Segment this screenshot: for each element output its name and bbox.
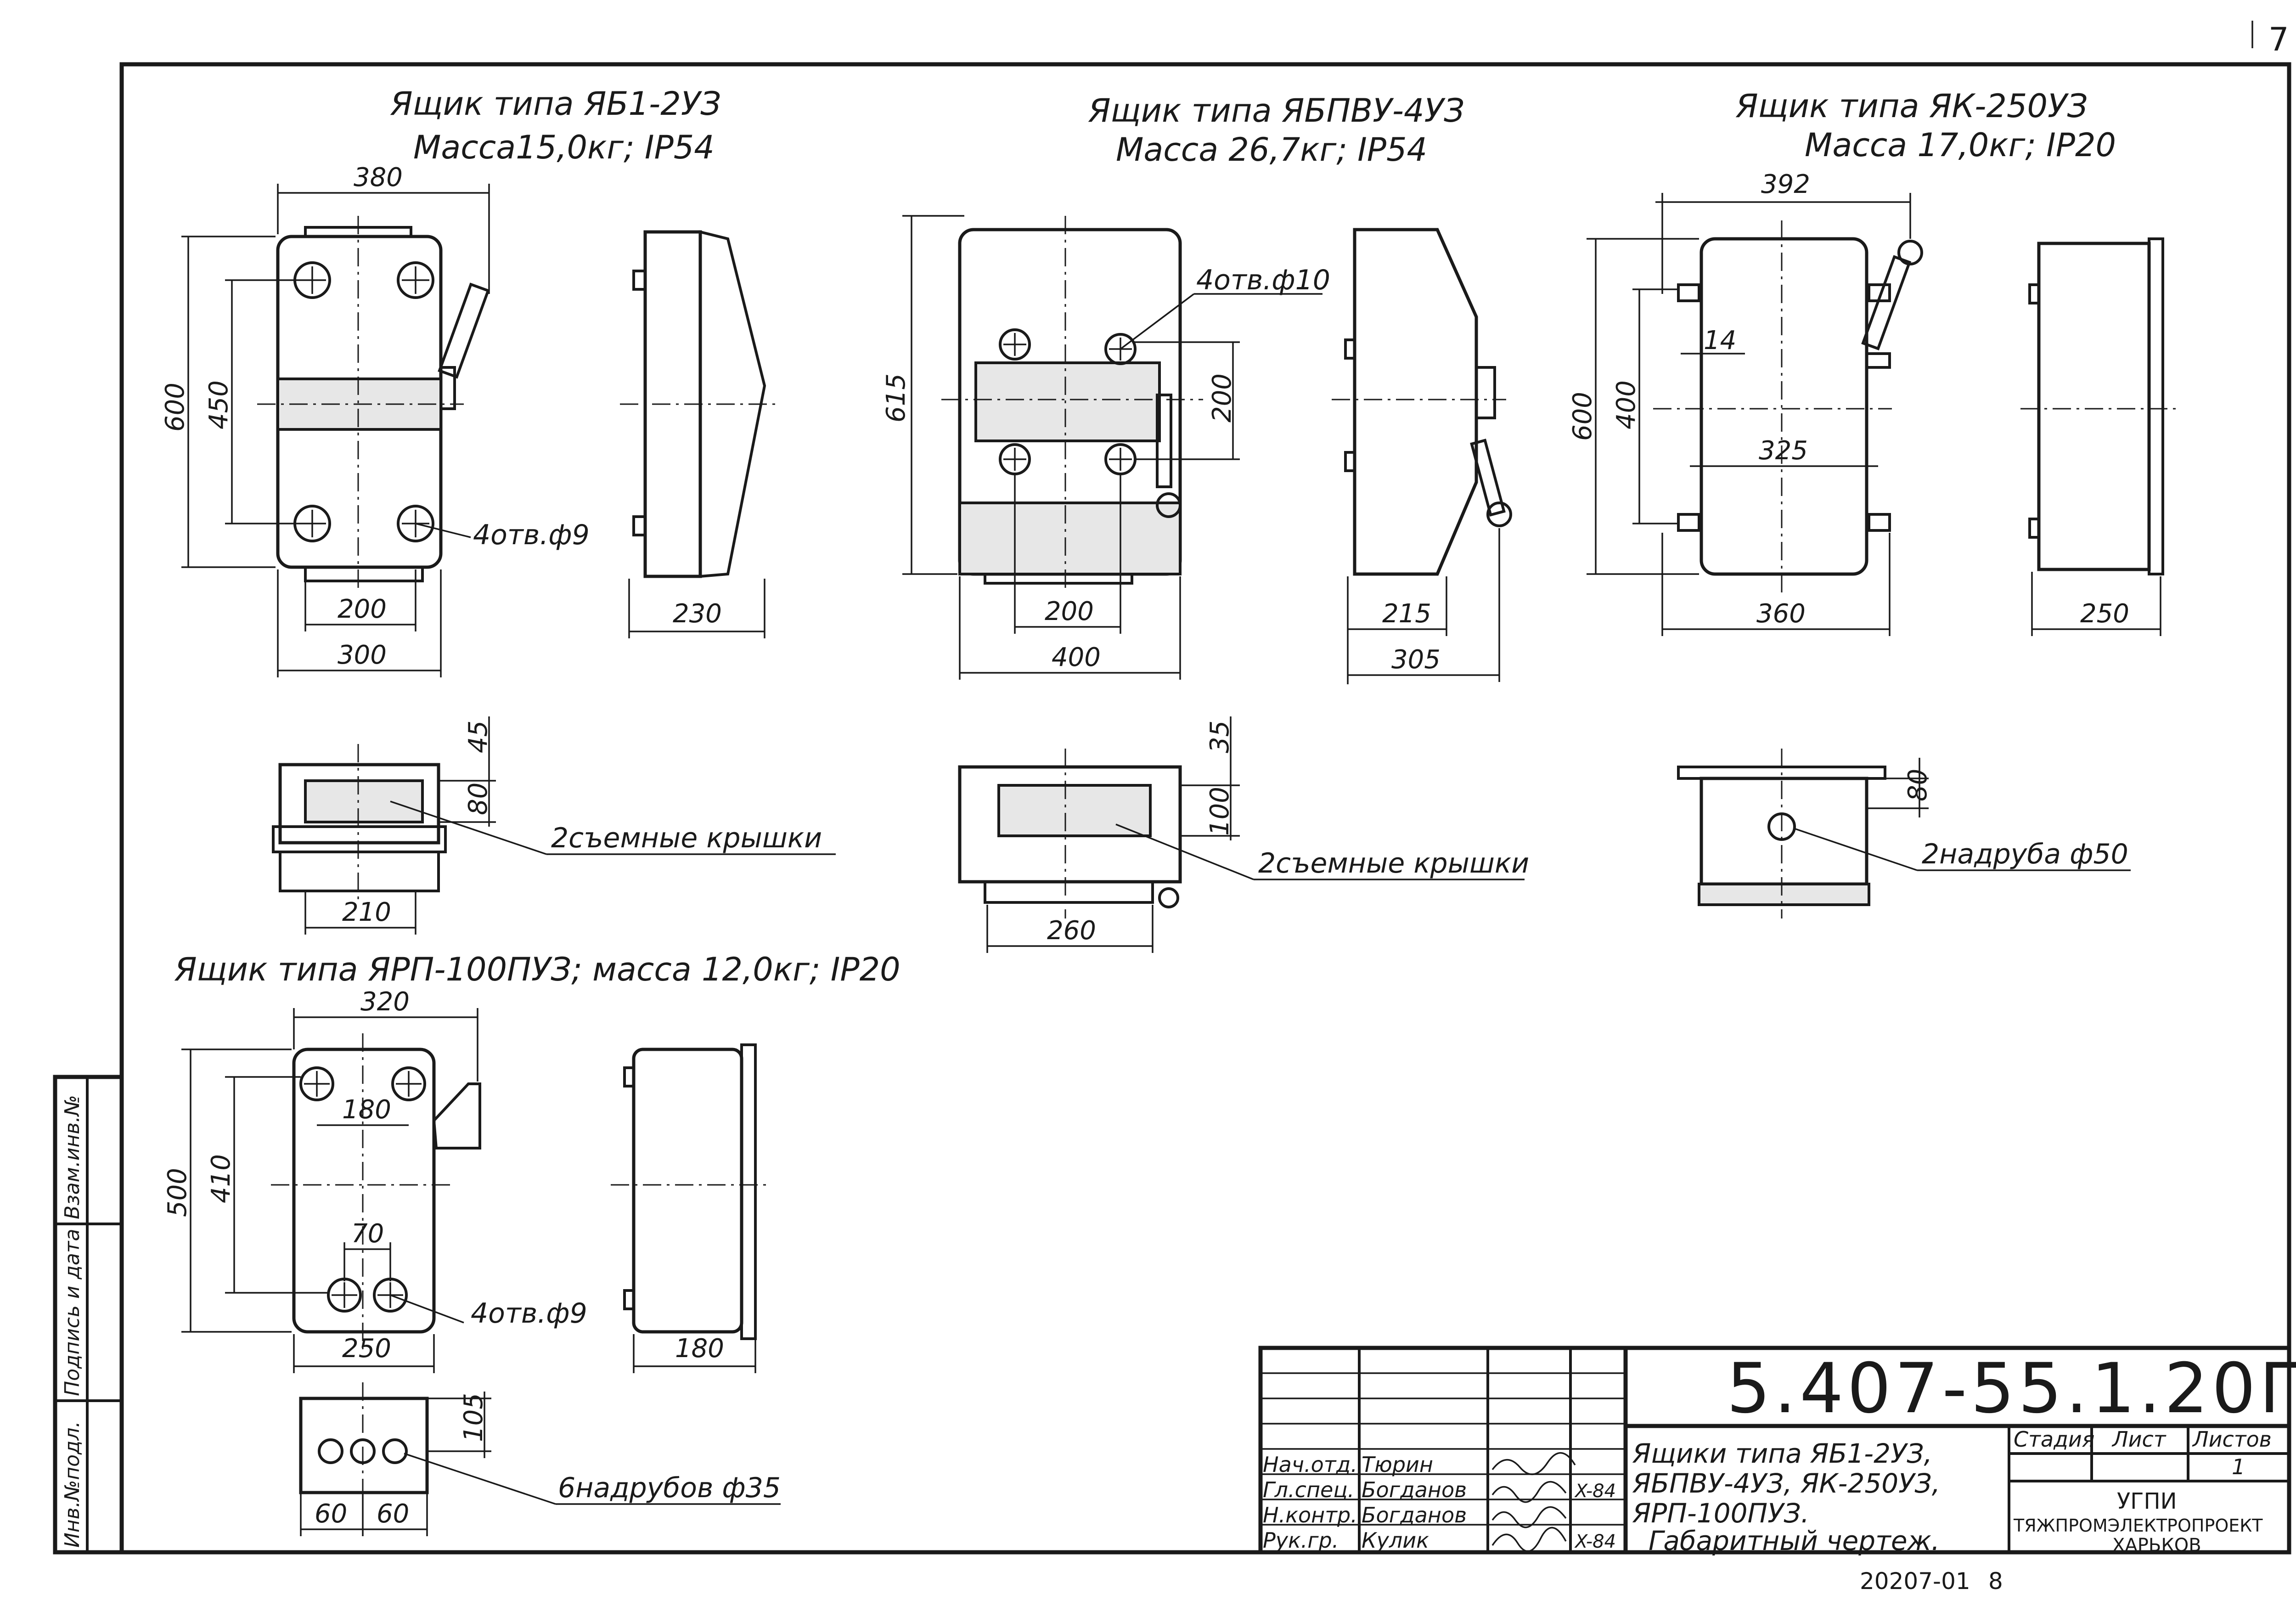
yak-dim-side: 250 xyxy=(2080,599,2129,629)
yabpvu-dim-side-b: 305 xyxy=(1391,645,1441,675)
drawing-yabpvu: Ящик типа ЯБПВУ-4УЗ Масса 26,7кг; IP54 6… xyxy=(881,92,1529,953)
yak-dim-bracket: 14 xyxy=(1704,326,1736,355)
tb-org-1: УГПИ xyxy=(2117,1488,2177,1514)
bottom-page: 8 xyxy=(1988,1568,2003,1595)
yabpvu-dim-bottom-width: 400 xyxy=(1052,642,1101,672)
yabpvu-dim-bottom-holes: 200 xyxy=(1045,597,1094,626)
tb-sheets-value: 1 xyxy=(2232,1454,2245,1479)
yarp-plan-dim: 105 xyxy=(459,1393,489,1442)
document-code: 5.407-55.1.20ГЧ xyxy=(1727,1349,2296,1429)
drawing-yak: Ящик типа ЯК-250УЗ Масса 17,0кг; IP20 39… xyxy=(1568,87,2177,919)
yarp-dim-height: 500 xyxy=(163,1168,192,1217)
yabpvu-plan-a: 35 xyxy=(1205,721,1235,753)
side-stamp: Инв.№подл. Подпись и дата Взам.инв.№ xyxy=(53,1075,124,1555)
yab1-dim-bottom-width: 300 xyxy=(338,640,387,670)
tb-org-3: ХАРЬКОВ xyxy=(2112,1535,2201,1556)
yabpvu-dim-side-a: 215 xyxy=(1382,599,1431,629)
yab1-plan-a: 45 xyxy=(463,721,493,753)
yab1-plan-b: 80 xyxy=(463,783,493,815)
yarp-plan-b: 60 xyxy=(377,1499,409,1529)
sheet-number: 7 xyxy=(2268,21,2289,58)
yak-plan-dim: 80 xyxy=(1903,769,1933,801)
yab1-dim-holes: 450 xyxy=(204,380,234,429)
yarp-plan-a: 60 xyxy=(315,1499,347,1529)
tb-row4-role: Рук.гр. xyxy=(1263,1528,1339,1553)
yab1-dim-side: 230 xyxy=(673,599,722,629)
drawing-frame xyxy=(119,62,2291,1555)
tb-desc-1: Ящики типа ЯБ1-2УЗ, xyxy=(1632,1438,1932,1469)
yarp-dim-top-holes: 180 xyxy=(342,1095,391,1125)
tb-row1-role: Нач.отд. xyxy=(1263,1452,1357,1477)
title-block: 5.407-55.1.20ГЧ Нач.отд. Тюрин Гл.спец. … xyxy=(1258,1346,2296,1556)
yab1-subtitle: Масса15,0кг; IP54 xyxy=(413,129,715,166)
tb-row4-date: X-84 xyxy=(1574,1531,1616,1552)
yarp-dim-bottom: 250 xyxy=(342,1334,391,1364)
yabpvu-note-covers: 2съемные крышки xyxy=(1258,847,1529,879)
yak-title: Ящик типа ЯК-250УЗ xyxy=(1735,87,2088,125)
yak-dim-top: 392 xyxy=(1761,169,1810,199)
tb-row4-name: Кулик xyxy=(1362,1528,1429,1553)
yabpvu-dim-holes: 200 xyxy=(1207,373,1237,423)
signature-4 xyxy=(1491,1527,1567,1552)
tb-row1-name: Тюрин xyxy=(1362,1452,1433,1477)
signature-2 xyxy=(1491,1481,1567,1503)
tb-desc-3: ЯРП-100ПУЗ. xyxy=(1632,1498,1809,1529)
side-stamp-sign: Подпись и дата xyxy=(61,1229,84,1396)
bottom-number: 20207-01 xyxy=(1860,1568,1970,1595)
tb-row3-role: Н.контр. xyxy=(1263,1503,1357,1527)
yak-note-nadruba: 2надруба ф50 xyxy=(1922,838,2128,870)
yarp-dim-bottom-holes: 70 xyxy=(351,1219,384,1249)
tb-row2-date: X-84 xyxy=(1574,1481,1616,1502)
tb-desc-2: ЯБПВУ-4УЗ, ЯК-250УЗ, xyxy=(1632,1468,1940,1499)
yab1-plan-width: 210 xyxy=(342,897,391,927)
tb-row3-name: Богданов xyxy=(1362,1503,1467,1527)
side-stamp-inv: Инв.№подл. xyxy=(61,1421,84,1548)
signature-3 xyxy=(1491,1506,1567,1528)
yab1-dim-bottom-holes: 200 xyxy=(338,594,387,624)
yak-subtitle: Масса 17,0кг; IP20 xyxy=(1805,126,2116,164)
yarp-dim-side: 180 xyxy=(675,1334,724,1364)
yabpvu-subtitle: Масса 26,7кг; IP54 xyxy=(1116,131,1427,169)
yak-dim-inner: 325 xyxy=(1759,436,1808,466)
yab1-dim-top: 380 xyxy=(354,163,403,192)
tb-sheet-label: Лист xyxy=(2111,1427,2167,1452)
yarp-dim-holes: 410 xyxy=(206,1154,236,1203)
yarp-dim-top: 320 xyxy=(360,987,410,1017)
tb-row2-role: Гл.спец. xyxy=(1263,1477,1354,1502)
signature-1 xyxy=(1491,1452,1576,1475)
yabpvu-title: Ящик типа ЯБПВУ-4УЗ xyxy=(1088,92,1464,130)
yarp-holes-note: 4отв.ф9 xyxy=(471,1297,587,1330)
yabpvu-plan-b: 100 xyxy=(1205,787,1235,836)
yab1-dim-height: 600 xyxy=(160,383,190,432)
yak-dim-holes: 400 xyxy=(1611,380,1641,429)
yab1-note-covers: 2съемные крышки xyxy=(551,822,822,854)
drawing-yab1: Ящик типа ЯБ1-2УЗ Масса15,0кг; IP54 380 … xyxy=(160,85,836,935)
tb-sheets-label: Листов xyxy=(2192,1427,2272,1452)
yab1-holes-note: 4отв.ф9 xyxy=(473,519,590,551)
yabpvu-dim-height: 615 xyxy=(881,373,911,423)
tb-stage-label: Стадия xyxy=(2014,1427,2094,1452)
drawing-yarp: Ящик типа ЯРП-100ПУЗ; масса 12,0кг; IP20… xyxy=(163,951,900,1536)
side-stamp-replace: Взам.инв.№ xyxy=(61,1095,84,1219)
yabpvu-holes-note: 4отв.ф10 xyxy=(1196,264,1330,296)
yak-dim-bottom: 360 xyxy=(1756,599,1806,629)
yabpvu-plan-width: 260 xyxy=(1047,916,1096,946)
tb-org-2: ТЯЖПРОМЭЛЕКТРОПРОЕКТ xyxy=(2013,1516,2263,1536)
tb-row2-name: Богданов xyxy=(1362,1477,1467,1502)
yab1-title: Ящик типа ЯБ1-2УЗ xyxy=(390,85,721,123)
yarp-note-nadruba: 6надрубов ф35 xyxy=(558,1472,781,1504)
yarp-title: Ящик типа ЯРП-100ПУЗ; масса 12,0кг; IP20 xyxy=(174,951,900,988)
tb-desc-4: Габаритный чертеж. xyxy=(1649,1525,1940,1556)
yak-dim-height: 600 xyxy=(1568,392,1598,441)
